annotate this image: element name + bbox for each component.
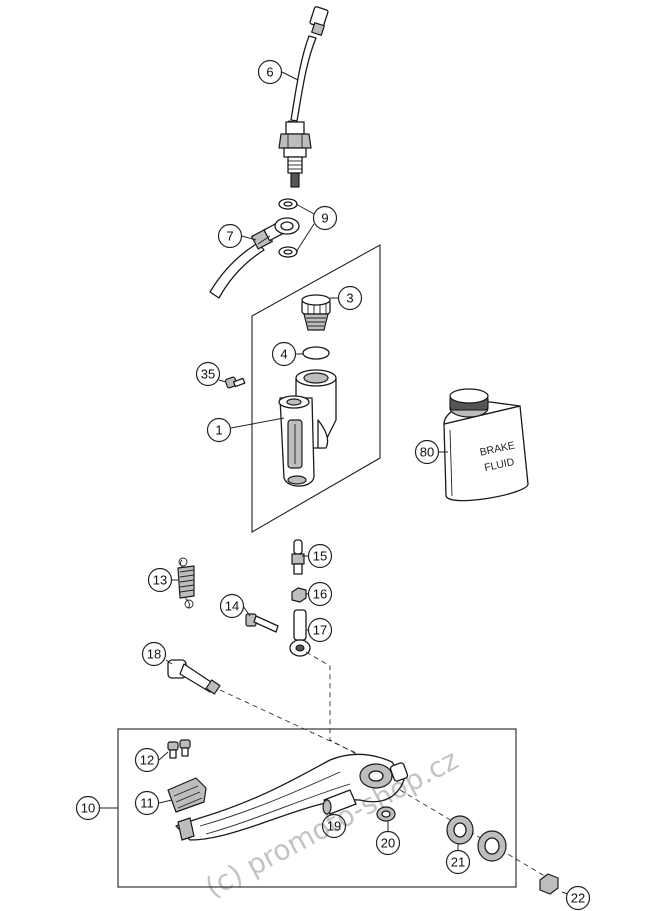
svg-text:3: 3 — [346, 291, 353, 306]
svg-text:10: 10 — [81, 801, 95, 816]
svg-text:17: 17 — [313, 623, 327, 638]
clevis-part — [289, 609, 311, 657]
callout-6: 6 — [257, 59, 283, 85]
svg-text:12: 12 — [140, 753, 154, 768]
bolt-part — [245, 613, 279, 633]
brake-pedal-part — [175, 753, 409, 841]
callout-10: 10 — [75, 795, 101, 821]
callout-7: 7 — [217, 223, 243, 249]
callout-1: 1 — [206, 417, 232, 443]
brake-line-part — [209, 217, 300, 299]
callout-17: 17 — [307, 617, 333, 643]
washer-part — [376, 806, 396, 822]
svg-text:20: 20 — [381, 836, 395, 851]
o-ring-part — [302, 346, 330, 360]
pins-part — [167, 739, 191, 759]
bleeder-valve-part — [291, 539, 305, 575]
callout-13: 13 — [147, 567, 173, 593]
master-cylinder-assembly-frame — [251, 244, 381, 533]
bearings-part — [446, 815, 507, 862]
svg-text:6: 6 — [266, 65, 273, 80]
callout-12: 12 — [134, 747, 160, 773]
callout-20: 20 — [375, 830, 401, 856]
callout-22: 22 — [565, 885, 591, 911]
callout-16: 16 — [307, 581, 333, 607]
return-spring-part — [177, 557, 195, 609]
alignment-line-clevis — [305, 651, 391, 773]
svg-text:16: 16 — [313, 587, 327, 602]
callout-14: 14 — [219, 593, 245, 619]
callout-35: 35 — [195, 361, 221, 387]
svg-text:19: 19 — [327, 819, 341, 834]
leader-lines — [100, 71, 569, 895]
svg-text:7: 7 — [226, 229, 233, 244]
svg-text:18: 18 — [147, 647, 161, 662]
callout-18: 18 — [141, 641, 167, 667]
pedal-pin-part — [322, 789, 357, 815]
pivot-bolt-part — [167, 659, 221, 695]
svg-text:1: 1 — [215, 423, 222, 438]
pedal-nut-part — [539, 873, 559, 895]
svg-text:4: 4 — [280, 347, 287, 362]
master-cylinder-part — [278, 369, 337, 487]
brake-light-switch-part — [278, 6, 329, 188]
svg-text:22: 22 — [571, 891, 585, 906]
screw-part — [224, 376, 246, 389]
callout-11: 11 — [134, 790, 160, 816]
svg-text:80: 80 — [420, 445, 434, 460]
callout-15: 15 — [307, 543, 333, 569]
nut-part — [291, 587, 307, 603]
alignment-line-pivot — [219, 689, 381, 765]
callout-3: 3 — [337, 285, 363, 311]
alignment-line-bearing — [399, 789, 549, 879]
svg-text:15: 15 — [313, 549, 327, 564]
svg-text:21: 21 — [451, 855, 465, 870]
callout-19: 19 — [321, 813, 347, 839]
reservoir-cap-part — [301, 294, 331, 331]
svg-text:35: 35 — [201, 367, 215, 382]
callout-21: 21 — [445, 849, 471, 875]
pedal-tip-part — [167, 777, 207, 813]
callout-80: 80 — [414, 439, 440, 465]
callout-9-top: 9 — [312, 205, 338, 231]
brake-fluid-bottle-part: BRAKE FLUID — [443, 388, 529, 502]
svg-text:9: 9 — [321, 211, 328, 226]
callout-4: 4 — [271, 341, 297, 367]
svg-text:14: 14 — [225, 599, 239, 614]
svg-text:11: 11 — [140, 796, 154, 811]
svg-text:13: 13 — [153, 573, 167, 588]
